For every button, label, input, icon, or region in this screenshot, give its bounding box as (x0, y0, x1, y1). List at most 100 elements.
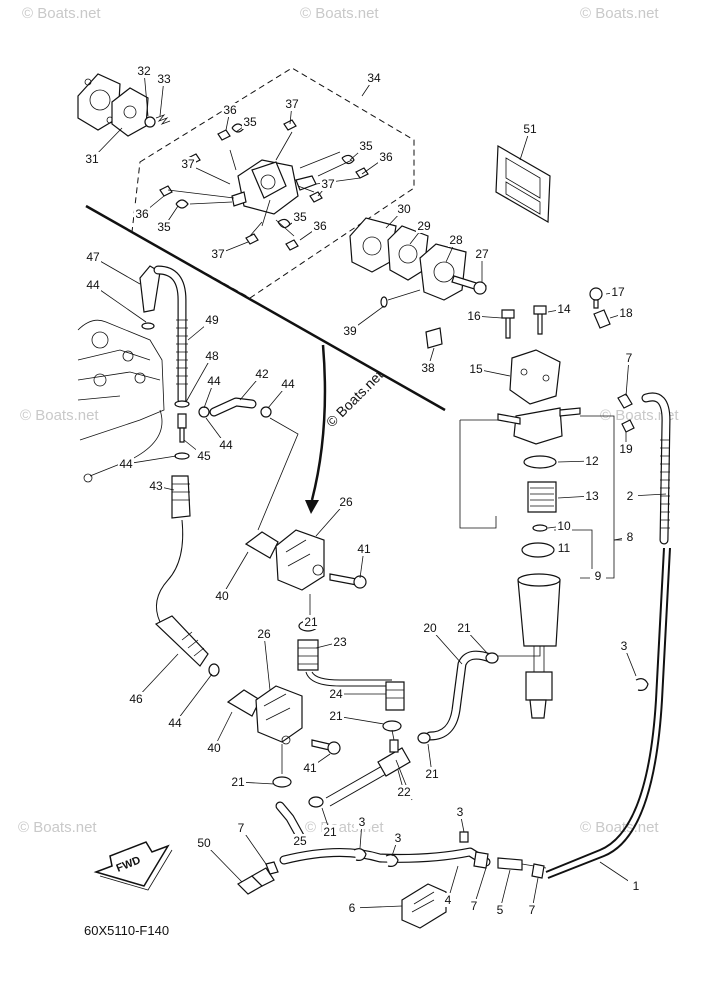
callout-number: 38 (421, 361, 435, 375)
callout-background (322, 825, 338, 839)
callout-background (156, 220, 172, 234)
callout-3: 3 (390, 831, 406, 857)
callout-number: 3 (621, 639, 628, 653)
callout-background (218, 438, 234, 452)
hose-4 (279, 847, 547, 879)
callout-number: 40 (215, 589, 229, 603)
fuel-filter-housing (497, 407, 581, 719)
callout-background (628, 879, 644, 893)
callout-background (320, 177, 336, 191)
callout-number: 30 (397, 202, 411, 216)
callout-background (474, 247, 490, 261)
callout-46: 46 (128, 653, 179, 706)
callout-leader (263, 633, 271, 691)
callout-26: 26 (315, 495, 354, 537)
callout-45: 45 (183, 439, 212, 463)
callout-3: 3 (616, 639, 637, 677)
callout-number: 35 (359, 139, 373, 153)
callout-background (622, 530, 638, 544)
callout-35: 35 (349, 139, 374, 161)
callout-number: 47 (86, 250, 100, 264)
callout-background (328, 709, 344, 723)
callout-number: 23 (333, 635, 347, 649)
callout-number: 33 (157, 72, 171, 86)
callout-number: 22 (397, 785, 411, 799)
callout-number: 19 (619, 442, 633, 456)
watermark-text: © Boats.net (300, 5, 379, 22)
callout-21: 21 (328, 709, 385, 725)
callout-16: 16 (466, 309, 503, 323)
callout-17: 17 (605, 285, 626, 299)
callout-2: 2 (622, 489, 667, 503)
callout-number: 21 (304, 615, 318, 629)
callout-background (84, 152, 100, 166)
callout-36: 36 (361, 150, 394, 175)
callout-number: 12 (585, 454, 599, 468)
callout-7: 7 (466, 867, 487, 913)
callout-leader (92, 284, 147, 323)
fuel-pump-kit-body (231, 159, 317, 227)
callout-number: 17 (611, 285, 625, 299)
spring-32-33 (144, 114, 171, 128)
callout-number: 24 (329, 687, 343, 701)
callout-number: 20 (423, 621, 437, 635)
callout-4: 4 (440, 865, 459, 907)
callout-background (196, 449, 212, 463)
filter-bracket-15 (509, 349, 561, 405)
callout-number: 44 (86, 278, 100, 292)
connector-50 (237, 861, 279, 895)
callout-background (292, 834, 308, 848)
callout-7: 7 (233, 821, 267, 865)
callout-number: 37 (285, 97, 299, 111)
callout-number: 41 (357, 542, 371, 556)
callout-21: 21 (230, 775, 275, 789)
callout-background (522, 122, 538, 136)
callout-background (254, 367, 270, 381)
callout-41: 41 (356, 542, 372, 579)
callout-number: 7 (238, 821, 245, 835)
callout-42: 42 (239, 367, 270, 401)
diaphragm-cover-31 (77, 73, 149, 137)
callout-number: 44 (281, 377, 295, 391)
callout-36: 36 (134, 195, 165, 221)
callout-background (396, 202, 412, 216)
callout-background (422, 621, 438, 635)
callout-36: 36 (222, 103, 238, 131)
callout-number: 26 (339, 495, 353, 509)
callout-background (233, 821, 249, 835)
kit-screws (159, 119, 369, 251)
callout-number: 18 (619, 306, 633, 320)
callout-number: 35 (243, 115, 257, 129)
watermark-layer: © Boats.net © Boats.net © Boats.net © Bo… (18, 5, 679, 836)
callout-leader (125, 455, 177, 465)
callout-number: 5 (497, 903, 504, 917)
callout-23: 23 (315, 635, 348, 649)
callout-number: 44 (219, 438, 233, 452)
center-watermark: © Boats.net (323, 367, 386, 430)
clips-3-lower (353, 831, 469, 867)
callout-number: 7 (471, 899, 478, 913)
callout-background (338, 495, 354, 509)
callout-number: 36 (223, 103, 237, 117)
callout-background (196, 836, 212, 850)
callout-background (332, 635, 348, 649)
callout-background (303, 615, 319, 629)
callout-background (204, 313, 220, 327)
callout-background (206, 374, 222, 388)
callout-number: 39 (343, 324, 357, 338)
callout-15: 15 (468, 362, 511, 377)
callout-49: 49 (187, 313, 220, 341)
callout-36: 36 (299, 219, 328, 241)
callout-number: 21 (457, 621, 471, 635)
callout-37: 37 (180, 157, 197, 171)
callout-number: 44 (119, 457, 133, 471)
callout-40: 40 (214, 551, 249, 603)
callout-24: 24 (328, 687, 386, 701)
callout-41: 41 (302, 753, 331, 775)
callout-background (390, 831, 406, 845)
callout-44: 44 (203, 374, 222, 409)
watermark-text: © Boats.net (580, 5, 659, 22)
callout-number: 13 (585, 489, 599, 503)
callout-44: 44 (205, 417, 234, 452)
